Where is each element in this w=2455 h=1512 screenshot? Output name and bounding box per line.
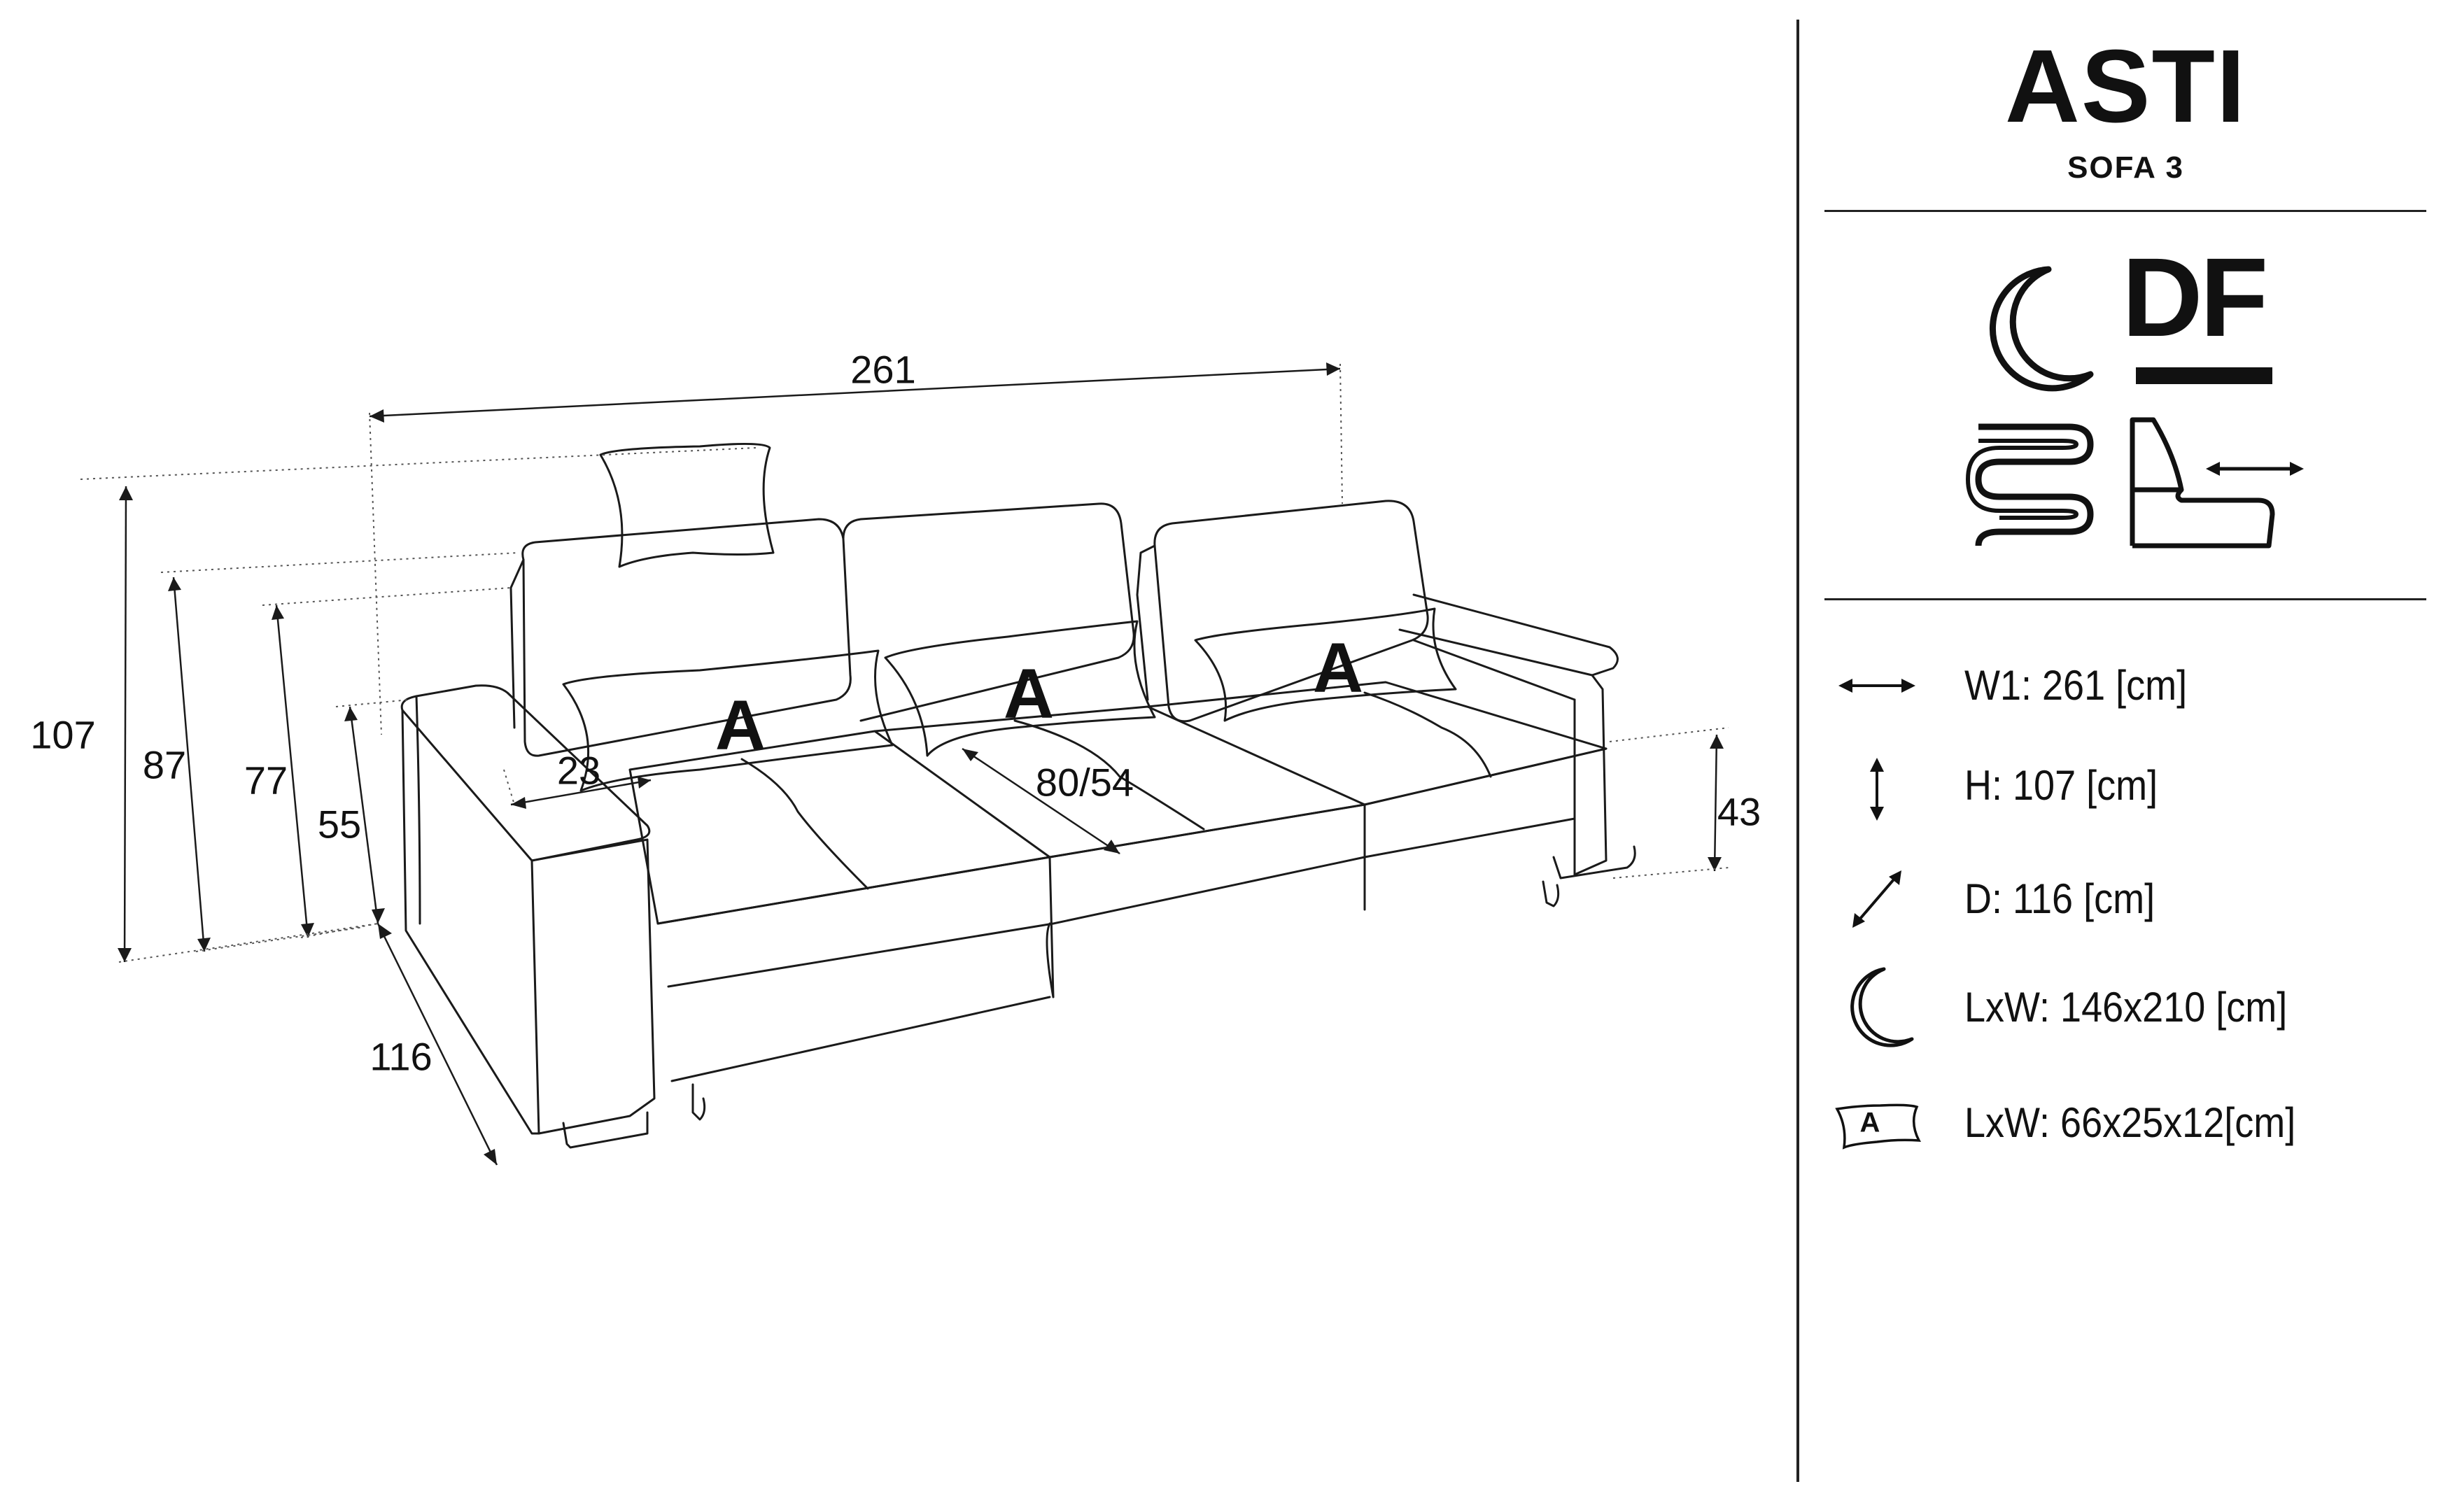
spec-bed-text: LxW: 146x210 [cm] [1964,984,2288,1031]
spec-row-width: W1: 261 [cm] [1796,654,2455,717]
pillow-a-right [1194,607,1457,722]
dim-height-back-low-label: 77 [244,758,288,803]
pillow-headrest [599,442,775,568]
df-underline [2136,367,2272,384]
right-arm-inner [1412,639,1576,701]
divider-top [1824,210,2426,212]
arm-23-line [510,779,652,806]
vertical-arrow-icon [1870,758,1884,821]
cushion-a-icon [1835,1103,1921,1150]
left-foot [562,1083,706,1149]
pillow-a-middle [884,620,1156,757]
moon-icon [1850,967,1914,1047]
spec-depth-text: D: 116 [cm] [1964,875,2155,922]
product-title: ASTI [2004,29,2247,144]
left-arm-front [530,838,656,1135]
spec-cushion-text: LxW: 66x25x12[cm] [1964,1099,2296,1146]
spec-panel: ASTI SOFA 3 DF W1: 261 [cm] H: 107 [cm [1796,0,2455,1512]
dim-height-back-label: 87 [142,742,187,787]
panel-divider [1796,20,1799,1482]
diagonal-arrow-icon [1852,870,1901,928]
spec-height-text: H: 107 [cm] [1964,762,2158,809]
height-87-line [172,577,206,952]
cushion-a-label-middle: A [1003,654,1055,733]
sofa-line-drawing [80,362,1729,1166]
seat-front-top [656,747,1608,925]
spec-row-height: H: 107 [cm] [1796,754,2455,821]
df-mark-icon: DF [2122,234,2268,360]
spec-row-cushion: A LxW: 66x25x12[cm] [1796,1091,2455,1154]
pillow-a-left [562,649,894,792]
height-77-line [275,605,309,938]
sofa-technical-drawing: 261 107 87 77 55 116 23 80/54 43 A A A [30,347,1761,1166]
spec-row-depth: D: 116 [cm] [1796,868,2455,931]
seat-depth-line [962,747,1120,855]
divider-middle [1824,598,2426,600]
dim-arm-width-label: 23 [556,748,601,793]
slide-out-seat-icon [2130,417,2304,549]
dim-height-label: 107 [30,712,96,757]
dim-height-arm-label: 55 [317,802,362,847]
sleep-function-icon [1989,266,2094,392]
cushion-a-label-left: A [715,686,766,765]
seat-middle-seam [1013,719,1205,831]
back-edge-right [1136,544,1156,701]
right-arm-top [1398,593,1619,677]
right-foot [1542,845,1636,907]
spec-row-bed: LxW: 146x210 [cm] [1796,967,2455,1047]
height-55-line [349,706,379,924]
left-arm-side [401,709,540,1135]
spec-width-text: W1: 261 [cm] [1964,662,2188,709]
seat-left-seam [740,758,869,890]
seat-front-bottom2 [670,996,1051,1082]
back-edge-left [509,558,525,729]
product-model: SOFA 3 [2067,150,2184,185]
dim-depth-label: 116 [370,1034,432,1079]
seat-right-seam [1363,691,1492,778]
height-107-line [123,486,127,963]
right-arm-front [1573,674,1608,876]
width-dimension-line [369,367,1341,418]
seat-height-line [1713,734,1718,872]
seat-left [628,730,1051,925]
dim-seat-depth-label: 80/54 [1035,760,1134,805]
spring-icon [1965,423,2094,546]
back-cushion-left [521,518,852,757]
back-cushion-right [1153,500,1429,723]
depth-116-line [377,923,498,1166]
back-cushion-middle [842,502,1135,722]
dim-width-label: 261 [850,347,916,392]
seat-front-bottom [667,817,1576,988]
dim-seat-height-label: 43 [1717,789,1761,834]
cushion-a-label-right: A [1312,628,1364,707]
horizontal-arrow-icon [1838,679,1915,693]
seat-right [1146,681,1608,806]
cushion-a-icon-letter: A [1859,1107,1880,1138]
